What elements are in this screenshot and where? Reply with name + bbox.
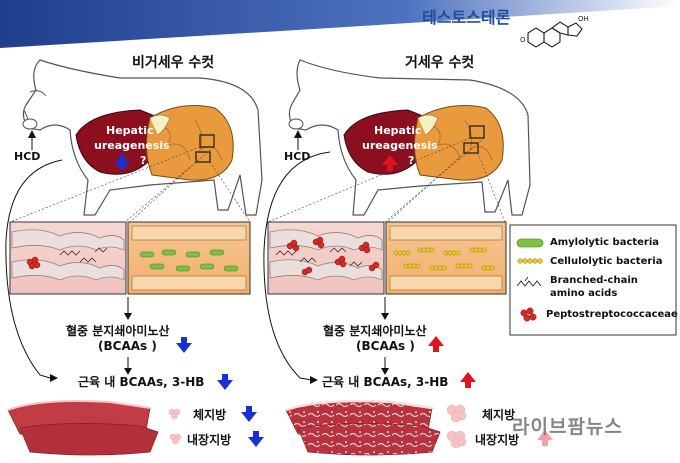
right-fat-label-2: 내장지방 — [475, 433, 520, 447]
left-liver-label-1: Hepatic — [106, 124, 154, 137]
right-hcd-label: HCD — [284, 150, 311, 163]
left-meat-slabs — [7, 400, 159, 456]
left-fiber-box — [127, 221, 251, 295]
yellow-chain-icon — [517, 258, 543, 264]
left-hcd-label: HCD — [14, 150, 41, 163]
right-fiber-box — [385, 221, 507, 295]
right-bcaa-line1: 혈중 분지쇄아미노산 — [323, 324, 427, 338]
legend-item-amylolytic: Amylolytic bacteria — [550, 237, 660, 248]
left-muscle-decrease-arrow — [217, 380, 233, 390]
right-fat2-stem — [542, 440, 548, 446]
right-zoom-lines — [267, 137, 506, 223]
right-muscle-label: 근육 내 BCAAs, 3-HB — [322, 375, 449, 389]
right-fat2-increase-arrow — [537, 430, 553, 440]
left-papillae-box — [9, 221, 127, 295]
left-fat2-decrease-arrow — [248, 437, 264, 447]
red-cluster-icon — [520, 307, 537, 322]
right-panel-title: 거세우 수컷 — [405, 55, 475, 71]
right-cow-illustration — [263, 59, 531, 384]
left-fat-label-1: 체지방 — [193, 408, 227, 422]
left-bcaa-line1: 혈중 분지쇄아미노산 — [66, 324, 170, 338]
right-fat-icon-2 — [446, 430, 467, 449]
left-fat-icon-2 — [169, 433, 182, 445]
right-fat-icon-1 — [446, 404, 467, 423]
header-title: 테스토스테론 — [422, 8, 511, 27]
zigzag-icon — [516, 276, 542, 287]
left-muscle-stem — [222, 374, 228, 380]
left-fat-label-2: 내장지방 — [187, 433, 232, 447]
left-zoom-lines — [9, 146, 251, 223]
right-muscle-increase-arrow — [460, 372, 476, 382]
legend-item-pepto: Peptostreptococcaceae — [546, 309, 678, 320]
right-liver-label-2: ureagenesis — [362, 139, 438, 152]
left-bcaa-decrease-arrow — [176, 343, 192, 353]
right-liver-label-1: Hepatic — [374, 124, 422, 137]
legend-item-cellulolytic: Cellulolytic bacteria — [550, 256, 663, 267]
right-liver-increase-arrow — [382, 155, 398, 165]
legend-item-bcaa-1: Branched-chain — [550, 275, 638, 286]
left-fat1-stem — [246, 406, 252, 412]
right-papillae-box — [267, 221, 385, 295]
green-capsule-icon — [516, 238, 544, 248]
left-panel-title: 비거세우 수컷 — [132, 55, 215, 71]
left-cow-illustration — [5, 59, 263, 382]
left-liver-label-2: ureagenesis — [94, 139, 170, 152]
right-muscle-stem — [465, 382, 471, 388]
left-liver-decrease-stem — [119, 155, 125, 161]
svg-text:O: O — [520, 36, 526, 44]
left-liver-question: ? — [140, 154, 147, 167]
left-fat1-decrease-arrow — [241, 412, 257, 422]
right-fat-label-1: 체지방 — [482, 408, 516, 422]
left-liver-decrease-arrow — [114, 161, 130, 171]
left-bcaa-stem — [181, 337, 187, 343]
right-liver-question: ? — [408, 154, 415, 167]
header-gradient — [0, 0, 680, 48]
legend-item-bcaa-2: amino acids — [550, 288, 618, 299]
right-bcaa-stem — [433, 346, 439, 352]
left-muscle-label: 근육 내 BCAAs, 3-HB — [78, 375, 205, 389]
right-bcaa-line2: (BCAAs ) — [356, 339, 415, 353]
left-bcaa-line2: (BCAAs ) — [98, 339, 157, 353]
left-fat-icon-1 — [168, 408, 181, 420]
left-fat2-stem — [253, 431, 259, 437]
right-bcaa-increase-arrow — [428, 336, 444, 346]
watermark-box — [506, 407, 658, 443]
watermark-text: 라이브팜뉴스 — [512, 416, 623, 438]
right-liver-increase-stem — [387, 165, 393, 171]
steroid-structure-icon: O OH — [520, 15, 589, 48]
right-meat-slabs — [285, 399, 441, 456]
svg-text:OH: OH — [578, 15, 589, 23]
